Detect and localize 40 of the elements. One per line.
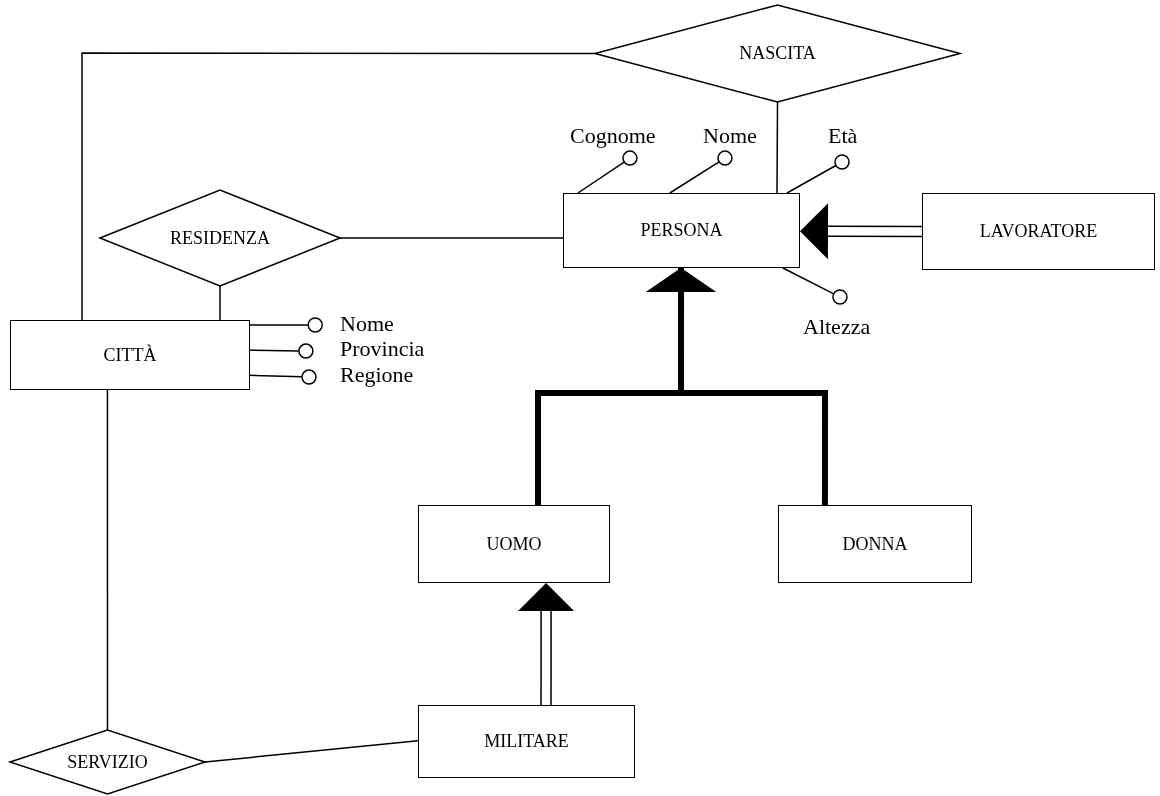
attribute-name: Cognome bbox=[570, 123, 656, 149]
entity-name: CITTÀ bbox=[103, 344, 157, 366]
entity-name: NASCITA bbox=[739, 43, 816, 64]
connector-line bbox=[106, 389, 109, 731]
entity-box bbox=[418, 705, 635, 778]
connector-line bbox=[776, 101, 779, 194]
attribute-connector bbox=[786, 154, 850, 194]
relationship-diamond bbox=[595, 5, 960, 102]
attribute-connector bbox=[249, 369, 317, 385]
entity-name: LAVORATORE bbox=[979, 221, 1098, 242]
subset-arrow bbox=[800, 203, 923, 260]
relationship-diamond bbox=[100, 190, 340, 286]
entity-name: PERSONA bbox=[640, 220, 723, 241]
entity-name: DONNA bbox=[842, 533, 908, 555]
attribute-name: Provincia bbox=[340, 336, 425, 362]
attribute-connector bbox=[669, 150, 733, 194]
entity-box bbox=[922, 193, 1155, 270]
subset-arrow bbox=[518, 583, 575, 706]
relationship-diamond bbox=[10, 730, 205, 794]
attribute-connector bbox=[249, 317, 323, 333]
entity-box bbox=[563, 193, 800, 268]
entity-name: UOMO bbox=[486, 533, 542, 555]
connector-line bbox=[219, 285, 221, 321]
entity-box bbox=[10, 320, 250, 390]
connector-line bbox=[339, 237, 564, 239]
attribute-name: Età bbox=[828, 123, 858, 149]
entity-box bbox=[418, 505, 610, 583]
generalization-arrow bbox=[646, 268, 828, 505]
attribute-connector bbox=[249, 343, 314, 359]
entity-name: RESIDENZA bbox=[170, 227, 270, 249]
attribute-connector bbox=[782, 267, 848, 305]
attribute-name: Altezza bbox=[803, 314, 871, 340]
entity-box bbox=[778, 505, 972, 583]
attribute-name: Nome bbox=[340, 311, 394, 337]
entity-name: MILITARE bbox=[484, 731, 569, 752]
attribute-name: Nome bbox=[703, 123, 757, 149]
attribute-name: Regione bbox=[340, 362, 414, 388]
connector-line bbox=[204, 740, 419, 763]
attribute-connector bbox=[577, 150, 638, 194]
entity-name: SERVIZIO bbox=[67, 751, 148, 773]
